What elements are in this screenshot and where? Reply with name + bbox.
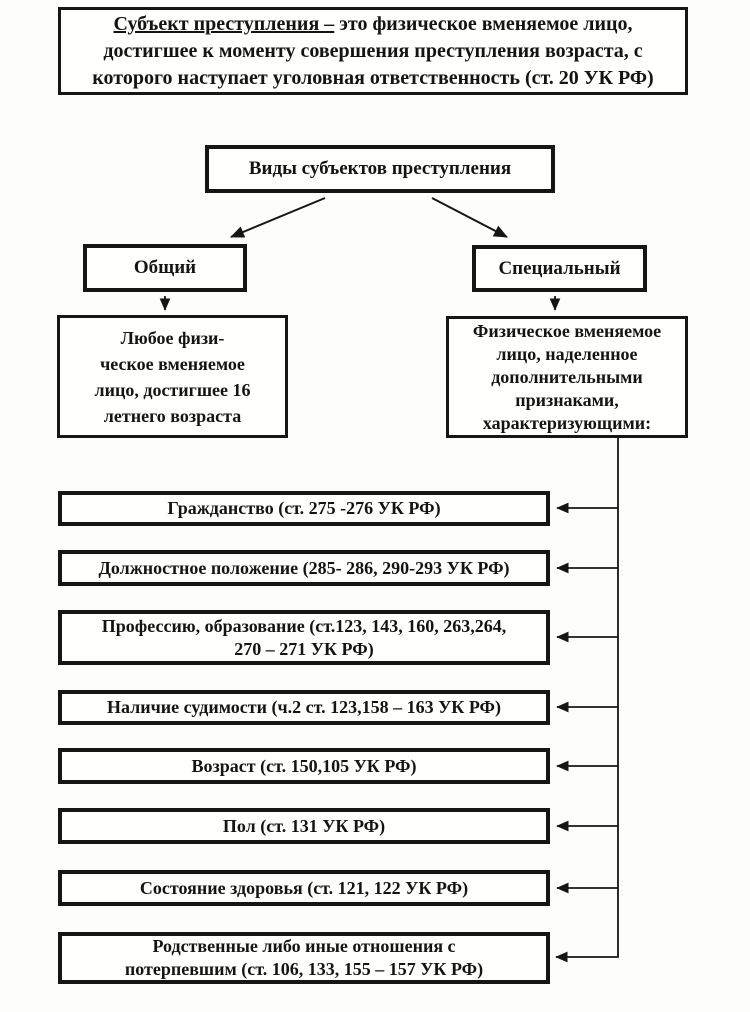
special-branch-label: Специальный	[498, 257, 621, 279]
arrow-to-general-icon	[230, 197, 326, 238]
attribute-text: Пол (ст. 131 УК РФ)	[222, 815, 386, 836]
definition-line-1: Субъект преступления – это физическое вм…	[114, 11, 633, 38]
attribute-text: потерпевшим (ст. 106, 133, 155 – 157 УК …	[124, 959, 484, 979]
special-desc-line: дополнительными	[491, 366, 643, 387]
types-box: Виды субъектов преступления	[205, 145, 555, 193]
general-branch-box: Общий	[83, 244, 247, 292]
definition-box: Субъект преступления – это физическое вм…	[58, 7, 688, 95]
attribute-text: Наличие судимости (ч.2 ст. 123,158 – 163…	[107, 697, 501, 717]
attribute-text: Состояние здоровья (ст. 121, 122 УК РФ)	[139, 877, 469, 898]
general-branch-label: Общий	[133, 257, 197, 278]
general-desc-line: лицо, достигшее 16	[94, 379, 251, 400]
definition-line-2: достигшее к моменту совершения преступле…	[103, 39, 643, 62]
attribute-box-official-position: Должностное положение (285- 286, 290-293…	[58, 550, 550, 586]
attribute-box-age: Возраст (ст. 150,105 УК РФ)	[58, 748, 550, 784]
arrow-to-special-icon	[431, 197, 508, 238]
attribute-text: 270 – 271 УК РФ)	[234, 638, 374, 659]
attribute-text: Должностное положение (285- 286, 290-293…	[98, 557, 510, 578]
attribute-text: Возраст (ст. 150,105 УК РФ)	[191, 755, 417, 776]
definition-term: Субъект преступления –	[113, 12, 335, 35]
attribute-box-citizenship: Гражданство (ст. 275 -276 УК РФ)	[58, 491, 550, 526]
types-box-label: Виды субъектов преступления	[248, 158, 512, 179]
general-desc-line: Любое физи-	[120, 327, 225, 348]
special-desc-line: Физическое вменяемое	[472, 320, 662, 341]
spine-elbow-arrow-icon	[555, 438, 619, 963]
special-desc-line: лицо, наделенное	[496, 343, 638, 364]
attribute-text: Родственные либо иные отношения с	[152, 936, 456, 956]
general-desc-line: летнего возраста	[103, 405, 242, 426]
attribute-box-relations-with-victim: Родственные либо иные отношения с потерп…	[58, 932, 550, 984]
definition-line-3: которого наступает уголовная ответственн…	[92, 66, 654, 89]
special-desc-line: характеризующими:	[482, 412, 652, 433]
special-branch-box: Специальный	[472, 245, 647, 292]
general-desc-line: ческое вменяемое	[100, 353, 245, 374]
attribute-text: Гражданство (ст. 275 -276 УК РФ)	[167, 498, 441, 518]
general-desc-box: Любое физи- ческое вменяемое лицо, дости…	[57, 315, 288, 438]
attribute-box-profession-education: Профессию, образование (ст.123, 143, 160…	[58, 610, 550, 665]
definition-line-1-rest: это физическое вменяемое лицо,	[334, 12, 633, 35]
attribute-box-sex: Пол (ст. 131 УК РФ)	[58, 808, 550, 844]
attribute-box-criminal-record: Наличие судимости (ч.2 ст. 123,158 – 163…	[58, 690, 550, 725]
attribute-box-health: Состояние здоровья (ст. 121, 122 УК РФ)	[58, 870, 550, 906]
attribute-text: Профессию, образование (ст.123, 143, 160…	[101, 615, 507, 636]
special-desc-box: Физическое вменяемое лицо, наделенное до…	[446, 316, 688, 438]
special-desc-line: признаками,	[515, 389, 619, 410]
